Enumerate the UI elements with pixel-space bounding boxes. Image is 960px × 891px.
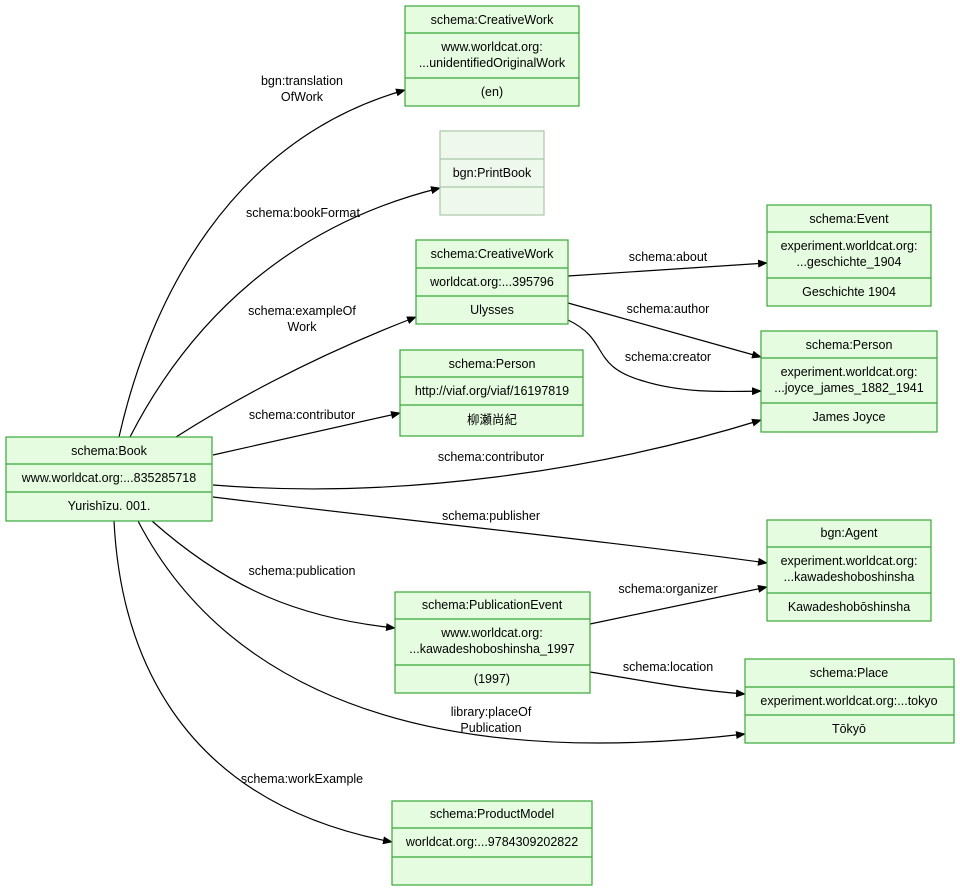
edge-label-contributor-joyce: schema:contributor [438,450,544,464]
node-uri: worldcat.org:...395796 [429,275,554,289]
edge-publisher [212,496,768,566]
node-type-label: schema:ProductModel [430,807,554,821]
node-type-label: schema:Person [806,338,893,352]
node-uri: experiment.worldcat.org:...joyce_james_1… [774,365,923,395]
node-translation-work[interactable]: schema:CreativeWork www.worldcat.org:...… [404,5,580,107]
edge-label-publisher: schema:publisher [442,509,540,523]
edge-book-format [129,186,441,438]
node-label: Ulysses [470,303,514,317]
edge-label-organizer: schema:organizer [618,582,717,596]
edge-creator [567,319,762,396]
node-label: (en) [481,85,503,99]
edge-label-about: schema:about [629,250,708,264]
node-ulysses-work[interactable]: schema:CreativeWork worldcat.org:...3957… [415,239,569,325]
edge-work-example [113,520,393,845]
node-uri: www.worldcat.org:...kawadeshoboshinsha_1… [409,626,574,656]
node-label: James Joyce [813,410,886,424]
node-publication-event[interactable]: schema:PublicationEvent www.worldcat.org… [394,591,591,694]
node-joyce[interactable]: schema:Person experiment.worldcat.org:..… [760,330,938,433]
node-label: Tōkyō [832,722,866,736]
edges [113,88,768,845]
node-place[interactable]: schema:Place experiment.worldcat.org:...… [744,658,955,744]
node-uri: worldcat.org:...9784309202822 [405,835,578,849]
node-type-label: schema:PublicationEvent [422,598,563,612]
edge-contributor-translator [212,411,401,456]
node-uri: www.worldcat.org:...835285718 [21,471,196,485]
node-label: 柳瀬尚紀 [467,413,517,427]
edge-example-of-work [175,316,417,438]
node-uri: www.worldcat.org:...unidentifiedOriginal… [419,40,566,70]
node-book[interactable]: schema:Book www.worldcat.org:...83528571… [5,436,213,522]
edge-label-author: schema:author [627,302,710,316]
edge-author [567,302,762,359]
node-label: Yurishīzu. 001. [68,499,151,513]
node-uri: http://viaf.org/viaf/16197819 [415,384,569,398]
node-uri: bgn:PrintBook [453,166,532,180]
node-label: Kawadeshobōshinsha [788,600,910,614]
edge-place-of-publication [137,520,746,744]
edge-label-creator: schema:creator [625,350,711,364]
node-event[interactable]: schema:Event experiment.worldcat.org:...… [766,204,932,307]
node-product-model[interactable]: schema:ProductModel worldcat.org:...9784… [0,0,593,886]
node-translator[interactable]: schema:Person http://viaf.org/viaf/16197… [399,349,584,437]
node-type-label: schema:Place [810,666,889,680]
edge-label-location: schema:location [623,660,713,674]
edge-label-contributor-translator: schema:contributor [249,408,355,422]
edge-publication [151,520,396,632]
edge-label-book-format: schema:bookFormat [246,206,360,220]
node-uri: experiment.worldcat.org:...geschichte_19… [781,239,918,269]
edge-contributor-joyce [212,418,762,490]
node-type-label: schema:Book [71,444,147,458]
node-type-label: bgn:Agent [821,526,879,540]
node-type-label: schema:CreativeWork [431,247,554,261]
edge-label-work-example: schema:workExample [241,772,363,786]
node-uri: experiment.worldcat.org:...kawadeshobosh… [781,554,918,584]
node-label: (1997) [474,672,510,686]
node-print-book[interactable]: bgn:PrintBook [0,0,545,216]
edge-organizer [589,584,768,625]
edge-translation-of-work [118,88,406,438]
node-agent[interactable]: bgn:Agent experiment.worldcat.org:...kaw… [766,519,932,622]
node-type-label: schema:Person [449,357,536,371]
node-type-label: schema:Event [809,212,889,226]
edge-location [589,671,746,698]
node-label: Geschichte 1904 [802,285,896,299]
edge-about [567,259,768,277]
edge-label-publication: schema:publication [248,564,355,578]
node-uri: experiment.worldcat.org:...tokyo [760,694,937,708]
node-type-label: schema:CreativeWork [431,13,554,27]
